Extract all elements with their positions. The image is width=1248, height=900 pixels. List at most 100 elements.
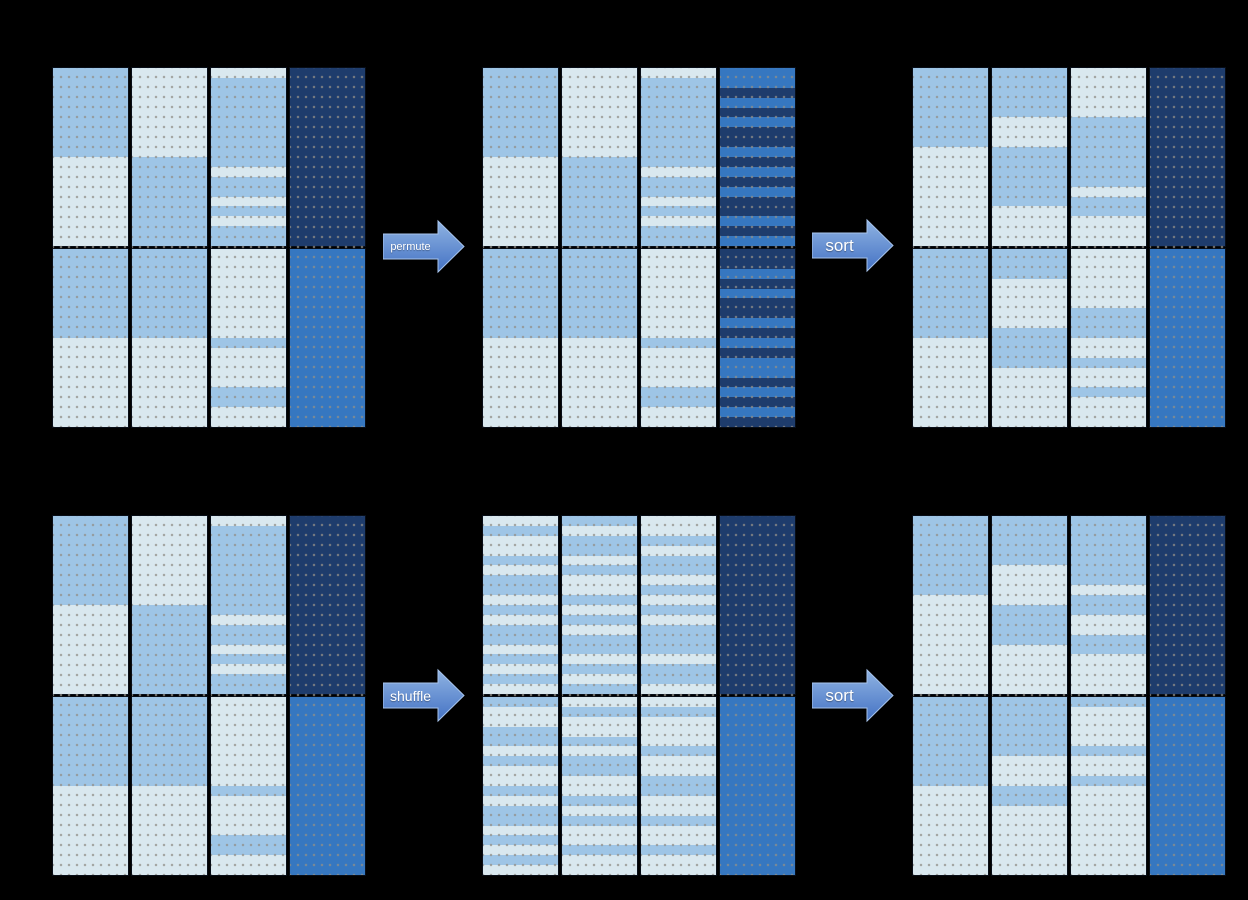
- matrix-bottom-shuffled-col1: [483, 516, 558, 876]
- matrix-top-permuted: [483, 68, 795, 428]
- bottom-half: [211, 697, 286, 876]
- matrix-row-block: [562, 338, 637, 427]
- matrix-bottom-sorted-col4: [1150, 516, 1225, 875]
- matrix-row-block: [562, 654, 637, 665]
- matrix-row-block: [641, 776, 716, 796]
- matrix-bottom-original: [53, 516, 365, 876]
- bottom-half: [290, 697, 365, 875]
- bottom-half: [483, 697, 558, 876]
- matrix-row-block: [913, 516, 988, 596]
- right-block-arrow-icon: [812, 668, 894, 723]
- matrix-row-block: [562, 595, 637, 606]
- matrix-row-block: [290, 249, 365, 427]
- matrix-row-block: [720, 338, 795, 348]
- matrix-row-block: [720, 387, 795, 398]
- matrix-row-block: [483, 795, 558, 806]
- sort-bottom-arrow: sort: [812, 668, 894, 723]
- matrix-row-block: [720, 127, 795, 148]
- top-half: [53, 516, 128, 694]
- matrix-row-block: [720, 147, 795, 158]
- matrix-row-block: [211, 786, 286, 796]
- matrix-row-block: [720, 176, 795, 187]
- matrix-row-block: [641, 624, 716, 655]
- matrix-row-block: [211, 644, 286, 655]
- matrix-row-block: [562, 684, 637, 695]
- matrix-row-block: [720, 407, 795, 418]
- top-half: [992, 516, 1067, 694]
- matrix-row-block: [641, 347, 716, 388]
- matrix-row-block: [641, 746, 716, 757]
- matrix-row-block: [720, 117, 795, 128]
- matrix-row-block: [562, 664, 637, 675]
- matrix-row-block: [641, 176, 716, 197]
- matrix-row-block: [1071, 516, 1146, 586]
- matrix-row-block: [211, 614, 286, 625]
- matrix-row-block: [1071, 308, 1146, 338]
- matrix-row-block: [562, 614, 637, 625]
- matrix-row-block: [992, 68, 1067, 118]
- matrix-row-block: [720, 236, 795, 247]
- matrix-row-block: [992, 367, 1067, 427]
- top-half: [913, 68, 988, 246]
- matrix-row-block: [1150, 697, 1225, 875]
- matrix-row-block: [1071, 216, 1146, 246]
- bottom-half: [913, 249, 988, 427]
- top-half: [562, 68, 637, 246]
- matrix-row-block: [562, 706, 637, 717]
- matrix-row-block: [483, 664, 558, 675]
- matrix-top-permuted-col4: [720, 68, 795, 428]
- matrix-row-block: [211, 226, 286, 247]
- matrix-row-block: [720, 697, 795, 875]
- matrix-row-block: [483, 614, 558, 625]
- matrix-row-block: [641, 815, 716, 826]
- matrix-row-block: [483, 674, 558, 685]
- matrix-row-block: [1150, 516, 1225, 694]
- matrix-row-block: [1071, 776, 1146, 787]
- matrix-row-block: [562, 516, 637, 526]
- matrix-row-block: [211, 654, 286, 665]
- matrix-row-block: [1150, 249, 1225, 427]
- matrix-row-block: [562, 815, 637, 826]
- matrix-row-block: [641, 605, 716, 615]
- matrix-row-block: [562, 697, 637, 707]
- matrix-row-block: [720, 417, 795, 428]
- matrix-row-block: [483, 555, 558, 566]
- matrix-row-block: [641, 338, 716, 348]
- bottom-half: [53, 249, 128, 427]
- matrix-top-sorted-col1: [913, 68, 988, 427]
- matrix-row-block: [641, 226, 716, 247]
- matrix-row-block: [992, 786, 1067, 806]
- matrix-row-block: [913, 697, 988, 786]
- matrix-row-block: [211, 407, 286, 428]
- right-block-arrow-icon: [383, 668, 465, 723]
- matrix-row-block: [483, 565, 558, 576]
- matrix-row-block: [720, 397, 795, 408]
- matrix-row-block: [641, 555, 716, 576]
- matrix-row-block: [1071, 654, 1146, 695]
- matrix-row-block: [641, 387, 716, 408]
- matrix-row-block: [1071, 397, 1146, 428]
- matrix-row-block: [562, 805, 637, 816]
- matrix-row-block: [992, 147, 1067, 207]
- matrix-row-block: [913, 338, 988, 427]
- matrix-row-block: [720, 357, 795, 378]
- matrix-row-block: [211, 338, 286, 348]
- matrix-row-block: [1071, 387, 1146, 398]
- matrix-row-block: [562, 565, 637, 576]
- matrix-row-block: [641, 516, 716, 536]
- matrix-row-block: [483, 525, 558, 536]
- matrix-row-block: [211, 206, 286, 217]
- matrix-row-block: [992, 756, 1067, 786]
- bottom-half: [641, 697, 716, 876]
- matrix-row-block: [562, 249, 637, 338]
- top-half: [290, 516, 365, 694]
- matrix-row-block: [211, 516, 286, 526]
- matrix-row-block: [1071, 756, 1146, 777]
- matrix-row-block: [211, 664, 286, 675]
- matrix-row-block: [720, 97, 795, 108]
- matrix-row-block: [211, 525, 286, 615]
- matrix-row-block: [641, 855, 716, 876]
- matrix-row-block: [132, 68, 207, 157]
- matrix-row-block: [483, 535, 558, 556]
